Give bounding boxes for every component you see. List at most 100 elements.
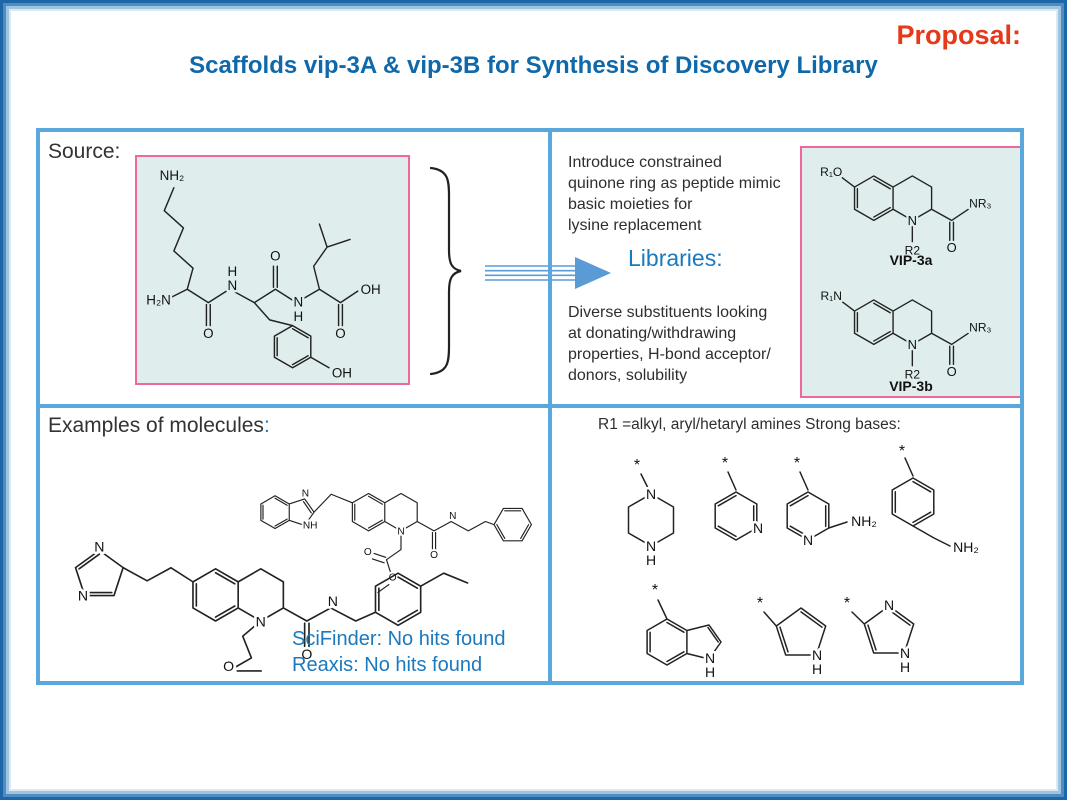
double-bond-path: [779, 611, 823, 653]
bond-path: [763, 607, 827, 656]
atom-label: OH: [361, 282, 381, 297]
double-bond-path: [789, 494, 827, 538]
atom-label: *: [652, 582, 658, 599]
benzylamine-structure: *NH₂: [858, 441, 993, 579]
atom-label: O: [335, 326, 345, 341]
proposal-kicker: Proposal:: [896, 20, 1021, 50]
atom-label: *: [722, 455, 728, 472]
atom-label: NH₂: [851, 513, 877, 529]
double-bond-path: [856, 302, 955, 366]
atom-label: H: [646, 552, 656, 568]
atom-label: H: [900, 659, 910, 675]
atom-label: *: [794, 455, 800, 472]
atom-label: N: [256, 613, 266, 629]
atom-label: OH: [332, 365, 352, 380]
example-molecule-2: N N N O O N: [50, 508, 480, 681]
atom-label: N: [646, 486, 656, 502]
atom-label: H: [227, 264, 237, 279]
examples-heading-colon: :: [263, 414, 270, 437]
atom-label: N: [646, 538, 656, 554]
double-bond-path: [649, 621, 719, 663]
atom-label: N: [78, 587, 88, 603]
atom-label: N: [884, 597, 894, 613]
atom-label: O: [430, 550, 438, 561]
atom-label: N: [908, 213, 917, 228]
bond-path: [74, 549, 469, 672]
slide-title: Scaffolds vip-3A & vip-3B for Synthesis …: [189, 52, 878, 79]
libraries-label: Libraries:: [628, 245, 723, 271]
right-arrow-icon: [485, 257, 611, 289]
source-label: Source:: [48, 140, 121, 163]
structure-svg: *NNH: [627, 455, 675, 571]
double-bond-path: [717, 494, 755, 538]
atom-label: N: [302, 489, 309, 500]
atom-label: NH₂: [953, 539, 979, 555]
bond-path: [163, 187, 359, 369]
atom-label: N: [294, 294, 304, 309]
atom-label: O: [270, 249, 280, 264]
aminopyridine-structure: * N NH₂: [758, 452, 893, 562]
structure-svg: *NH₂: [891, 441, 981, 558]
atom-label: *: [634, 457, 640, 474]
atom-label: N: [908, 337, 917, 352]
search-hits-text: SciFinder: No hits found Reaxis: No hits…: [292, 628, 506, 676]
double-bond-path: [262, 495, 530, 564]
atom-label: NH: [303, 521, 318, 532]
bond-path: [851, 605, 915, 654]
panel-strategy: Introduce constrained quinone ring as pe…: [552, 132, 1020, 404]
double-bond-path: [856, 178, 955, 242]
strategy-intro-text: Introduce constrained quinone ring as pe…: [568, 154, 781, 234]
atom-label: H₂N: [146, 293, 171, 308]
atom-label: H: [294, 309, 304, 324]
structure-svg: *NNH: [841, 593, 915, 678]
examples-heading-text: Examples of molecules: [48, 414, 264, 437]
atom-label: NH₂: [160, 168, 185, 183]
atom-label: O: [203, 326, 213, 341]
atom-label: N: [812, 647, 822, 663]
atom-label: N: [449, 511, 456, 522]
double-bond-path: [205, 265, 344, 366]
strategy-diverse-text: Diverse substituents looking at donating…: [568, 304, 771, 384]
atom-label: N: [227, 278, 237, 293]
atom-label: N: [705, 650, 715, 666]
atom-label: R₁O: [820, 165, 842, 179]
vip-3b-caption: VIP-3b: [889, 378, 933, 394]
curly-brace-icon: [429, 166, 462, 376]
atom-label: N: [397, 527, 404, 538]
atom-label: O: [364, 547, 372, 558]
bond-path: [646, 599, 722, 666]
panel-examples: Examples of molecules: N NH N O O O N N N N O O N S…: [40, 408, 548, 681]
pyridine-structure: *N: [686, 452, 786, 562]
atom-label: O: [301, 646, 312, 662]
atom-label: N: [803, 532, 813, 548]
atom-label: R2: [905, 244, 921, 258]
double-bond-path: [894, 480, 932, 524]
atom-label: O: [947, 240, 957, 255]
bond-path: [627, 473, 675, 547]
double-bond-path: [78, 553, 419, 648]
atom-label: H: [705, 664, 715, 680]
atom-label: N: [753, 520, 763, 536]
examples-heading: Examples of molecules:: [48, 414, 270, 438]
atom-label: N: [900, 645, 910, 661]
atom-label: *: [757, 595, 763, 612]
atom-label: H: [812, 661, 822, 677]
atom-label: N: [328, 593, 338, 609]
bond-path: [841, 175, 969, 243]
bond-path: [841, 299, 969, 367]
atom-label: NR₃: [969, 320, 991, 334]
